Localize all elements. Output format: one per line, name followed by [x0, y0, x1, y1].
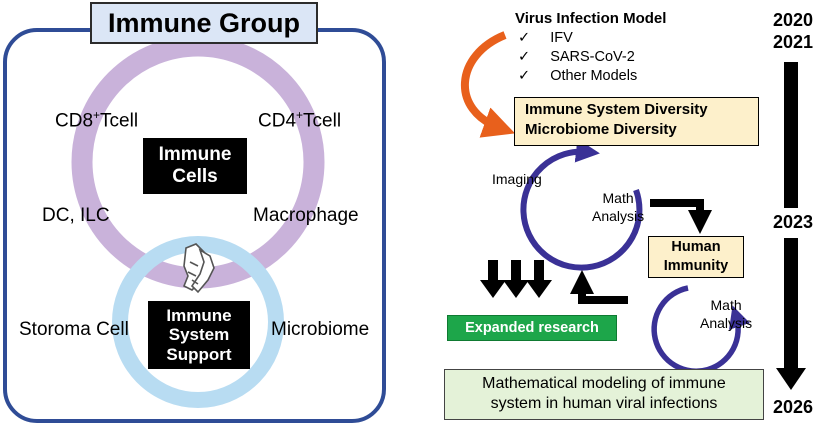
support-ring: [112, 236, 284, 408]
dc-ilc-label: DC, ILC: [42, 205, 110, 226]
macrophage-label: Macrophage: [253, 205, 359, 226]
imaging-label: Imaging: [492, 171, 542, 187]
support-line-3: Support: [166, 344, 232, 364]
rings-graphic: [71, 35, 325, 408]
support-line-2: System: [168, 325, 230, 345]
virus-item-label: IFV: [550, 30, 573, 46]
handshake-icon: [182, 243, 215, 294]
virus-item-sars: ✓ SARS-CoV-2: [518, 49, 635, 65]
year-2021: 2021: [773, 32, 814, 52]
cd8-text: CD8: [55, 110, 94, 132]
immune-system-support-box: Immune System Support: [148, 301, 250, 369]
immune-cells-box: Immune Cells: [143, 138, 247, 194]
virus-item-ifv: ✓ IFV: [518, 30, 573, 46]
diversity-line-2: Microbiome Diversity: [525, 121, 677, 138]
timeline-arrow: [776, 62, 806, 390]
check-icon: ✓: [518, 49, 531, 65]
microbiome-label: Microbiome: [271, 319, 370, 340]
diversity-line-1: Immune System Diversity: [525, 101, 708, 118]
math-analysis-label-2: Math Analysis: [700, 296, 752, 332]
expanded-research-box: Expanded research: [447, 315, 617, 341]
math-analysis-label-1: Math Analysis: [592, 189, 644, 225]
bent-arrow-to-human: [650, 199, 712, 234]
immune-cells-line-1: Immune: [158, 144, 232, 166]
diversity-box: Immune System Diversity Microbiome Diver…: [514, 97, 759, 146]
year-2020: 2020: [773, 10, 814, 30]
cd4-tcell-label: CD4+Tcell: [258, 108, 341, 132]
virus-model-title: Virus Infection Model: [515, 10, 667, 27]
human-immunity-line-2: Immunity: [663, 258, 729, 274]
mathematical-modeling-box: Mathematical modeling of immune system i…: [444, 369, 764, 420]
cd8-superscript: +: [93, 108, 101, 122]
cd8-suffix: Tcell: [100, 110, 139, 132]
human-immunity-box: Human Immunity: [648, 236, 744, 278]
virus-item-other: ✓ Other Models: [518, 68, 637, 84]
year-2023: 2023: [773, 212, 814, 232]
virus-item-label: Other Models: [550, 68, 638, 84]
virus-item-label: SARS-CoV-2: [550, 49, 635, 65]
math-analysis-2-line-2: Analysis: [700, 315, 753, 331]
triple-down-arrows: [480, 260, 552, 298]
check-icon: ✓: [518, 68, 531, 84]
math-analysis-2-line-1: Math: [710, 297, 742, 313]
bent-arrow-up: [570, 270, 628, 304]
year-2026: 2026: [773, 397, 814, 417]
immune-cells-line-2: Cells: [172, 166, 218, 187]
math-model-line-1: Mathematical modeling of immune: [482, 375, 726, 392]
math-analysis-1-line-1: Math: [602, 190, 634, 206]
cycle-2-arrow: [651, 285, 750, 374]
immune-group-title: Immune Group: [90, 2, 318, 44]
cd4-text: CD4: [258, 110, 297, 132]
math-model-line-2: system in human viral infections: [490, 395, 718, 412]
stroma-cell-label: Storoma Cell: [19, 319, 129, 340]
cd4-superscript: +: [296, 108, 304, 122]
cd8-tcell-label: CD8+Tcell: [55, 108, 138, 132]
support-line-1: Immune: [166, 305, 232, 325]
math-analysis-1-line-2: Analysis: [592, 208, 645, 224]
cycle-1-arrow: [520, 138, 643, 271]
cd4-suffix: Tcell: [303, 110, 342, 132]
orange-curved-arrow: [460, 31, 516, 138]
check-icon: ✓: [518, 30, 531, 46]
human-immunity-line-1: Human: [671, 239, 721, 255]
